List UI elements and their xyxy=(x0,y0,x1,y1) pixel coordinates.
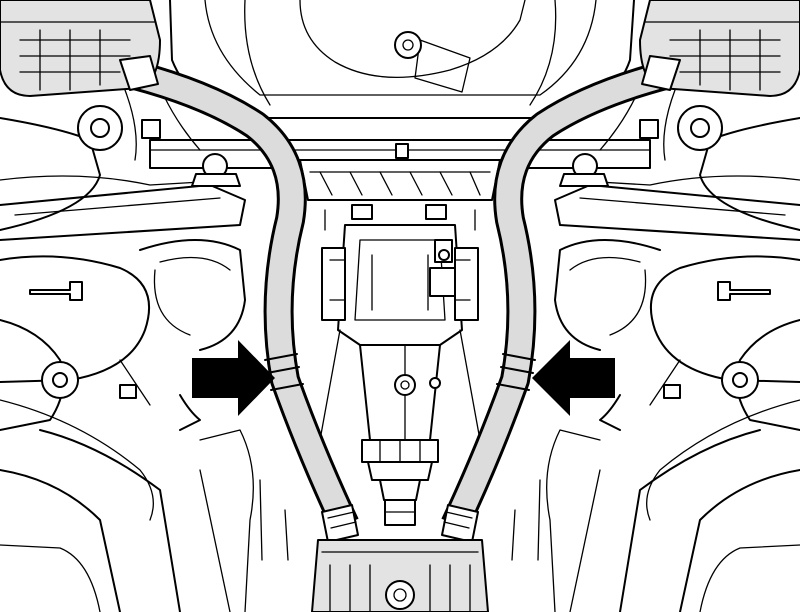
left-exhaust-pipe xyxy=(131,60,359,532)
propshaft-flange xyxy=(361,439,439,526)
right-rear-muffler xyxy=(639,0,800,97)
left-pipe-coupling xyxy=(321,504,359,543)
left-rear-suspension xyxy=(0,59,289,612)
right-exhaust-pipe xyxy=(441,60,669,532)
center-muffler-drain-bolt xyxy=(385,580,415,610)
left-rear-muffler xyxy=(0,0,161,97)
differential-mount-bolt xyxy=(394,374,416,396)
right-pipe-clamp xyxy=(496,353,536,391)
right-indicator-arrow xyxy=(532,340,615,416)
right-pipe-coupling xyxy=(441,504,479,543)
right-rear-suspension xyxy=(511,59,800,612)
fuel-tank-bolt xyxy=(394,31,422,59)
left-pipe-clamp xyxy=(264,353,304,391)
center-muffler xyxy=(311,539,489,612)
rear-differential xyxy=(319,209,481,441)
left-indicator-arrow xyxy=(192,340,275,416)
